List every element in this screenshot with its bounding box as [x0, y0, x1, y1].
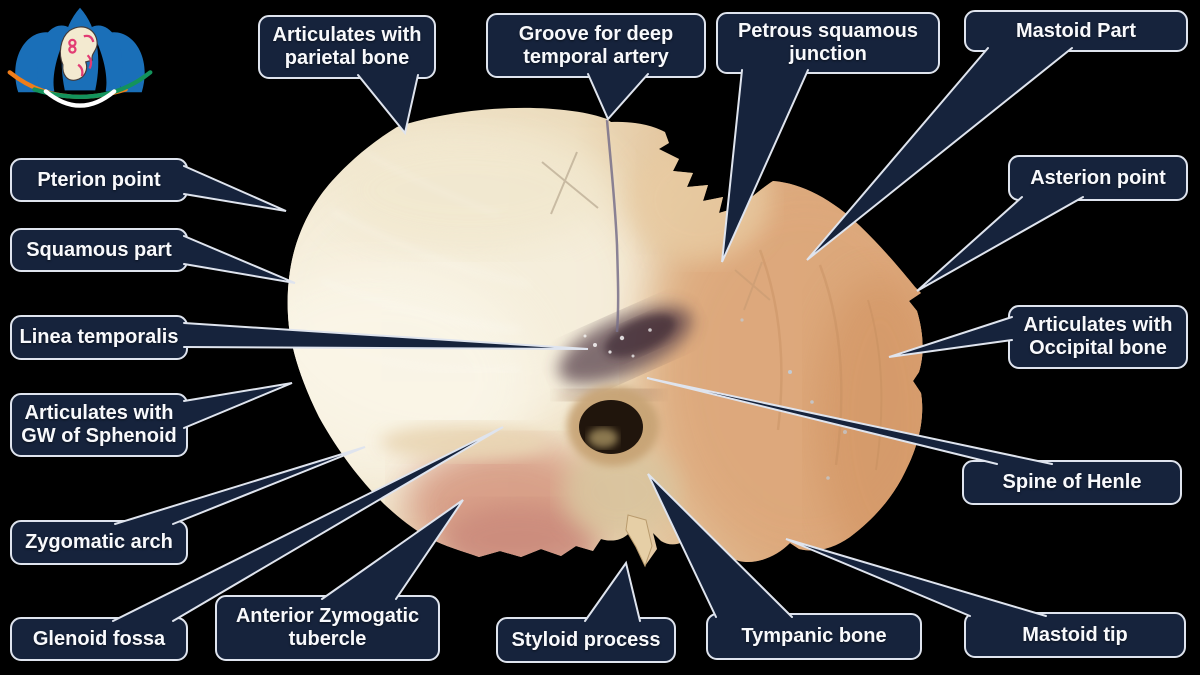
callout-mastoid-tip: Mastoid tip [964, 612, 1186, 658]
callout-styloid-process: Styloid process [496, 617, 676, 663]
upper-squama-shade [330, 130, 610, 250]
head-profile [59, 26, 98, 81]
callout-text-articulates-occipital-bone: Articulates with Occipital bone [1023, 314, 1173, 359]
surface-scratches [541, 151, 599, 215]
dark-speckle-core [604, 314, 676, 358]
callout-text-zygomatic-arch: Zygomatic arch [25, 531, 173, 553]
callout-text-mastoid-part: Mastoid Part [1015, 19, 1137, 42]
callout-text-tympanic-bone: Tympanic bone [741, 625, 887, 647]
deep-temporal-artery-groove [605, 119, 620, 333]
callout-spine-of-henle: Spine of Henle [962, 460, 1182, 505]
callout-tympanic-bone: Tympanic bone [706, 613, 922, 660]
meatus-inner-wall [588, 428, 618, 448]
callout-text-styloid-process: Styloid process [511, 628, 661, 651]
callout-anterior-zymogatic-tubercle: Anterior Zymogatic tubercle [215, 595, 440, 661]
callout-text-mastoid-tip: Mastoid tip [1022, 623, 1128, 646]
callout-linea-temporalis: Linea temporalis [10, 315, 188, 360]
callout-text-spine-of-henle: Spine of Henle [1002, 471, 1142, 493]
lotus-head-logo-icon [7, 7, 153, 108]
callout-asterion-point: Asterion point [1008, 155, 1188, 201]
callout-text-articulates-gw-sphenoid: Articulates with GW of Sphenoid [21, 402, 177, 447]
tricolor-arcs [7, 70, 153, 108]
callout-glenoid-fossa: Glenoid fossa [10, 617, 188, 661]
callout-text-groove-deep-temporal-artery: Groove for deep temporal artery [518, 22, 674, 68]
callout-text-linea-temporalis: Linea temporalis [19, 326, 179, 348]
styloid-process-shape [625, 514, 653, 568]
callout-text-asterion-point: Asterion point [1030, 166, 1166, 189]
callout-articulates-gw-sphenoid: Articulates with GW of Sphenoid [10, 393, 188, 457]
mastoid-scratches [734, 261, 771, 311]
callout-groove-deep-temporal-artery: Groove for deep temporal artery [486, 13, 706, 78]
callout-mastoid-part: Mastoid Part [964, 10, 1188, 52]
callout-text-glenoid-fossa: Glenoid fossa [32, 627, 166, 650]
callout-text-pterion-point: Pterion point [37, 168, 161, 191]
callout-text-anterior-zymogatic-tubercle: Anterior Zymogatic tubercle [235, 605, 420, 650]
callout-articulates-parietal-bone: Articulates with parietal bone [258, 15, 436, 79]
callout-zygomatic-arch: Zygomatic arch [10, 520, 188, 565]
callout-squamous-part: Squamous part [10, 228, 188, 272]
callout-text-articulates-parietal-bone: Articulates with parietal bone [272, 24, 422, 69]
callout-text-petrous-squamous-junction: Petrous squamous junction [737, 20, 919, 65]
callout-text-squamous-part: Squamous part [26, 238, 172, 261]
callout-pterion-point: Pterion point [10, 158, 188, 202]
callout-petrous-squamous-junction: Petrous squamous junction [716, 12, 940, 74]
callout-articulates-occipital-bone: Articulates with Occipital bone [1008, 305, 1188, 369]
